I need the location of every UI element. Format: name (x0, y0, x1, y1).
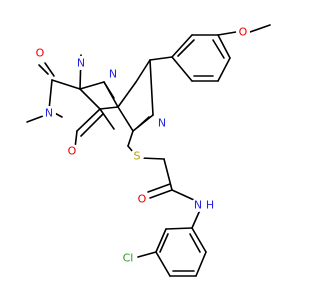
bond (26, 115, 44, 123)
bond (155, 251, 171, 277)
bond (171, 34, 193, 58)
chlorine-label: Cl (123, 252, 134, 265)
bond (191, 209, 201, 229)
methoxy-oxygen-label: O (239, 26, 248, 39)
molecule-structure: O O O O N N N N N H S Cl (26, 24, 271, 277)
bond (51, 79, 81, 90)
bond (217, 31, 237, 36)
bond (127, 130, 134, 147)
bond (217, 57, 231, 82)
bond (79, 88, 101, 110)
bond (171, 56, 193, 82)
bond-layer (26, 24, 271, 277)
bond (147, 183, 171, 193)
bond (76, 108, 101, 132)
bond (135, 59, 151, 83)
bond (195, 251, 207, 277)
amide-nitrogen-label: N (194, 199, 202, 212)
atom-label-layer: O O O O N N N N N H S Cl (33, 25, 250, 265)
bond (212, 39, 225, 59)
bond (99, 106, 119, 110)
bond (79, 81, 105, 90)
bond (171, 189, 195, 201)
bond (165, 227, 193, 230)
bond (48, 79, 53, 111)
bond (217, 34, 231, 59)
bond (249, 24, 271, 33)
amide-hydrogen-label: H (206, 199, 214, 212)
bond (189, 233, 201, 253)
bond (103, 81, 119, 108)
bond (140, 157, 165, 160)
c4-carbonyl-oxygen-label: O (68, 145, 77, 158)
bond (159, 233, 169, 253)
bond (149, 59, 154, 116)
bond (80, 113, 104, 137)
bond (155, 228, 167, 253)
bond (117, 81, 137, 108)
sulfur-label: S (134, 150, 141, 163)
bond (38, 64, 49, 75)
bond (44, 62, 55, 77)
n6-nitrogen-label: N (158, 117, 166, 130)
c2-carbonyl-oxygen-label: O (36, 47, 45, 60)
bond (149, 56, 173, 61)
bond (149, 189, 173, 199)
n8-nitrogen-label: N (109, 68, 117, 81)
n3-nitrogen-label: N (45, 107, 53, 120)
bond (177, 39, 195, 57)
bond (99, 108, 115, 130)
bond (191, 227, 207, 253)
bond (117, 106, 134, 132)
bond (137, 116, 150, 128)
n1-nitrogen-label: N (77, 57, 85, 70)
bond (137, 251, 157, 258)
bond (163, 158, 173, 191)
amide-oxygen-label: O (138, 193, 147, 206)
